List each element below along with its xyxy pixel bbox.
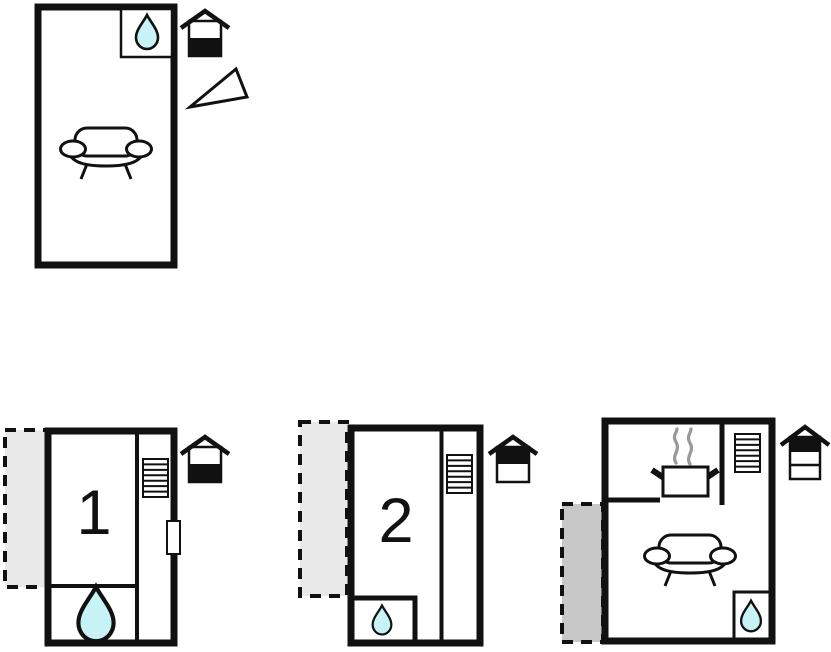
apartment-2: 2: [298, 420, 537, 647]
terrace-3: [560, 502, 605, 644]
stairs-icon: [142, 458, 169, 498]
house-level-upper-icon: [489, 437, 537, 482]
terrace-1: [3, 428, 49, 589]
apartment-2-label: 2: [378, 486, 413, 556]
apartment-1-label: 1: [76, 478, 111, 548]
living-kitchen-room: [560, 417, 829, 645]
house-level-ground-icon: [181, 11, 229, 56]
house-level-ground-icon: [181, 437, 229, 482]
stairs-icon: [446, 454, 473, 494]
house-level-top-icon: [781, 427, 829, 479]
studio-room: [34, 3, 250, 269]
cooking-pot-icon: [650, 427, 720, 498]
apartment-1: 1: [3, 427, 229, 647]
compass-needle-icon: [184, 66, 250, 110]
steam-icon: [686, 427, 694, 466]
stairs-icon: [734, 433, 761, 473]
steam-icon: [672, 427, 680, 465]
door-opening: [166, 520, 181, 555]
terrace-2: [298, 420, 349, 598]
